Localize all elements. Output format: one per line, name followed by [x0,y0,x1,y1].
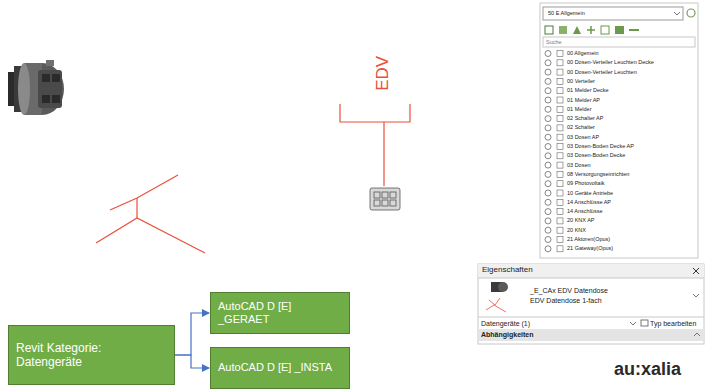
list-item: 03 Dosen [567,162,591,168]
list-item: 01 Melder AP [567,97,600,103]
list-item: 02 Schalter [567,124,595,130]
expand-icon [545,227,551,233]
expand-icon [545,162,551,168]
symbol-text: EDV [374,56,393,91]
family-icon [557,51,563,57]
box-content: Revit Kategorie: Datengeräte [9,337,174,374]
connector [175,355,209,368]
family-icon [557,153,563,159]
list-item: 21 Aktoren(Opus) [567,236,610,242]
edv-bracket [340,104,410,186]
expand-icon [545,181,551,187]
family-icon [557,116,563,122]
list-item: 01 Melder [567,106,591,112]
expand-icon [545,97,551,103]
type-name: EDV Datendose 1-fach [530,297,602,305]
connector [175,313,209,355]
list-item: 09 Photovoltaik [567,180,605,186]
panel-title: Eigenschaften [482,266,533,275]
list-item: 03 Dosen AP [567,134,599,140]
category-box: Revit Kategorie: Datengeräte [8,325,175,385]
list-item: 00 Dosen-Verteiler Leuchten Decke [567,59,654,65]
box-content: AutoCAD D [E] _INSTA [211,357,339,378]
list-item: 00 Allgemein [567,50,599,56]
list-item: 21 Gateway(Opus) [567,245,613,251]
family-icon [557,171,563,177]
family-icon [557,88,563,94]
family-icon [557,181,563,187]
type-icon [486,282,508,312]
family-icon [557,106,563,112]
family-icon [557,144,563,150]
expand-icon [545,144,551,150]
list-item: 03 Dosen-Boden Decke AP [567,143,634,149]
family-icon [557,218,563,224]
list-item: 00 Dosen-Verteiler Leuchten [567,69,637,75]
family-icon [557,246,563,252]
list-item: 02 Schalter AP [567,115,603,121]
expand-icon [545,88,551,94]
button-text: Typ bearbeiten [650,320,696,328]
expand-icon [545,106,551,112]
category-box: AutoCAD D [E] _INSTA [210,347,350,389]
expand-icon [545,69,551,75]
expand-icon [545,153,551,159]
expand-icon [545,171,551,177]
family-icon [557,125,563,131]
category-box: AutoCAD D [E] _GERAET [210,292,350,334]
box-text: Revit Kategorie: Datengeräte [9,337,174,374]
family-icon [557,60,563,66]
list-item: 20 KNX [567,227,586,233]
expand-icon [545,116,551,122]
family-icon [557,69,563,75]
list-icons [545,51,563,252]
family-icon [557,162,563,168]
group-header: Abhängigkeiten [481,331,534,339]
expand-icon [545,190,551,196]
family-icon [557,78,563,84]
box-text: AutoCAD D [E] _INSTA [211,357,339,378]
family-icon [557,227,563,233]
browser-panel [540,3,698,258]
list-item: 14 Anschlüsse [567,208,602,214]
expand-icon [545,60,551,66]
expand-icon [545,199,551,205]
expand-icon [545,218,551,224]
family-icon [557,134,563,140]
dropdown-text: 50 E Allgemein [548,10,585,16]
list-item: 10 Geräte Antriebe [567,190,613,196]
expand-icon [545,134,551,140]
socket-icon [370,188,400,210]
socket-symbol-red [96,175,205,253]
list-item: 00 Verteiler [567,78,595,84]
expand-icon [545,209,551,215]
search-placeholder: Suche [546,39,562,45]
box-text: AutoCAD D [E] _GERAET [211,296,349,330]
expand-icon [545,246,551,252]
expand-icon [545,78,551,84]
list-item: 20 KNX AP [567,217,595,223]
family-icon [557,199,563,205]
family-icon [557,209,563,215]
box-content: AutoCAD D [E] _GERAET [211,296,349,330]
list-item: 03 Dosen-Boden Decke [567,152,625,158]
expand-icon [545,51,551,57]
logo-text: au:xalia [614,360,681,380]
category-selector: Datengeräte (1) [481,320,530,328]
family-icon [557,97,563,103]
properties-panel [478,264,704,344]
expand-icon [545,125,551,131]
device-icon [8,60,64,115]
expand-icon [545,237,551,243]
family-name: _E_CAx EDV Datendose [530,287,608,295]
list-item: 01 Melder Decke [567,87,609,93]
list-item: 14 Anschlüsse AP [567,199,611,205]
list-item: 08 Versorgungseinrichten [567,171,629,177]
family-icon [557,190,563,196]
family-icon [557,237,563,243]
